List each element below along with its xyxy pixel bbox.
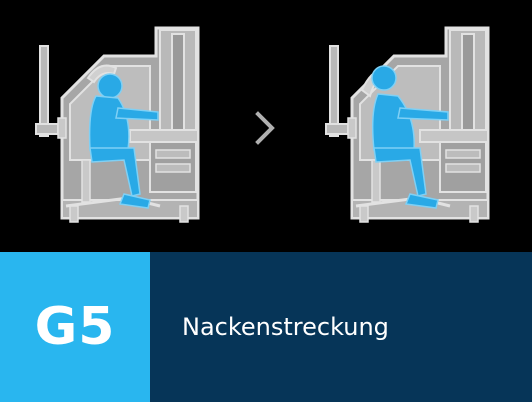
exercise-illustration-svg xyxy=(34,26,490,224)
exercise-illustration xyxy=(34,26,490,224)
figure-left xyxy=(88,73,159,209)
exercise-code: G5 xyxy=(0,252,150,402)
machine-right xyxy=(324,26,490,224)
figure-right xyxy=(371,65,449,209)
chevron-right-icon xyxy=(255,111,275,145)
exercise-footer: G5 Nackenstreckung xyxy=(0,252,532,402)
exercise-title: Nackenstreckung xyxy=(150,252,532,402)
machine-left xyxy=(34,26,200,224)
